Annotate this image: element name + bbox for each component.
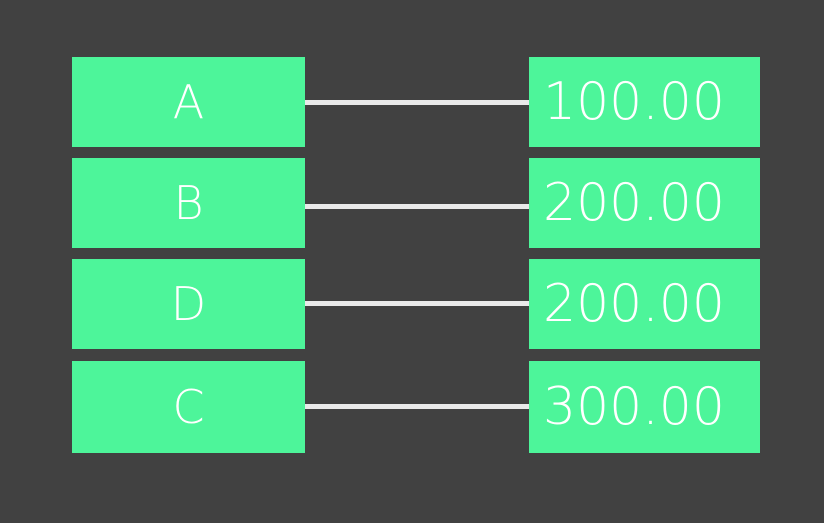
link-c-300[interactable]	[305, 404, 529, 409]
node-a-label: A	[172, 75, 205, 129]
node-value-200-d-label: 200.00	[543, 274, 725, 334]
node-value-200-b-label: 200.00	[543, 173, 725, 233]
node-value-300-label: 300.00	[543, 377, 725, 437]
node-d[interactable]: D	[72, 259, 305, 349]
node-value-200-b[interactable]: 200.00	[529, 158, 760, 248]
node-a[interactable]: A	[72, 57, 305, 147]
node-value-200-d[interactable]: 200.00	[529, 259, 760, 349]
link-d-200[interactable]	[305, 301, 529, 306]
node-d-label: D	[170, 277, 207, 331]
node-value-100-label: 100.00	[543, 72, 725, 132]
node-value-100[interactable]: 100.00	[529, 57, 760, 147]
node-c-label: C	[172, 380, 205, 434]
node-b-label: B	[173, 176, 204, 230]
link-a-100[interactable]	[305, 100, 529, 105]
node-value-300[interactable]: 300.00	[529, 361, 760, 453]
link-b-200[interactable]	[305, 204, 529, 209]
node-c[interactable]: C	[72, 361, 305, 453]
node-b[interactable]: B	[72, 158, 305, 248]
